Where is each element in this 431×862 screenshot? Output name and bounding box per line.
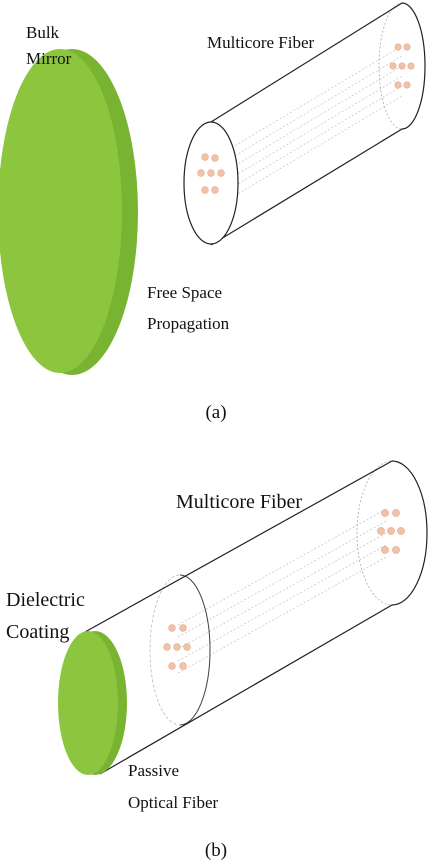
cores-near-a: [197, 153, 225, 194]
fiber-bottom-edge-a: [210, 128, 403, 246]
fiber-far-rim-a: [401, 2, 426, 130]
fiber-top-edge-a: [210, 2, 403, 123]
fiber-top-edge-b: [84, 460, 393, 633]
core-paths-a: [210, 45, 403, 211]
core-paths-b: [177, 507, 389, 674]
multicore-fiber-b: [84, 460, 428, 775]
label-coating: Coating: [6, 621, 69, 643]
caption-a: (a): [205, 402, 226, 423]
label-passive: Passive: [128, 761, 179, 780]
panel-b: Multicore Fiber Dielectric Coating Passi…: [6, 460, 428, 861]
label-optical-fiber: Optical Fiber: [128, 793, 219, 812]
dielectric-coating: [58, 631, 127, 775]
fiber-far-rim-b: [391, 460, 428, 606]
cores-far-b: [377, 509, 405, 554]
panel-a: Bulk Mirror Multicore Fiber Free Space P…: [0, 2, 426, 423]
label-dielectric: Dielectric: [6, 589, 85, 611]
cores-far-a: [389, 43, 415, 89]
bulk-mirror: [0, 49, 138, 375]
label-multicore-fiber-a: Multicore Fiber: [207, 33, 315, 52]
fiber-near-end-a: [183, 121, 239, 245]
label-propagation: Propagation: [147, 314, 230, 333]
label-multicore-fiber-b: Multicore Fiber: [176, 491, 302, 513]
cores-near-b: [163, 624, 191, 670]
fiber-bottom-edge-b: [99, 604, 393, 775]
label-bulk-line1: Bulk: [26, 23, 60, 42]
multicore-fiber-a: [183, 2, 426, 246]
label-free-space: Free Space: [147, 283, 222, 302]
caption-b: (b): [205, 840, 227, 861]
label-mirror-line2: Mirror: [26, 49, 72, 68]
fiber-mid-rim-b: [179, 574, 211, 726]
